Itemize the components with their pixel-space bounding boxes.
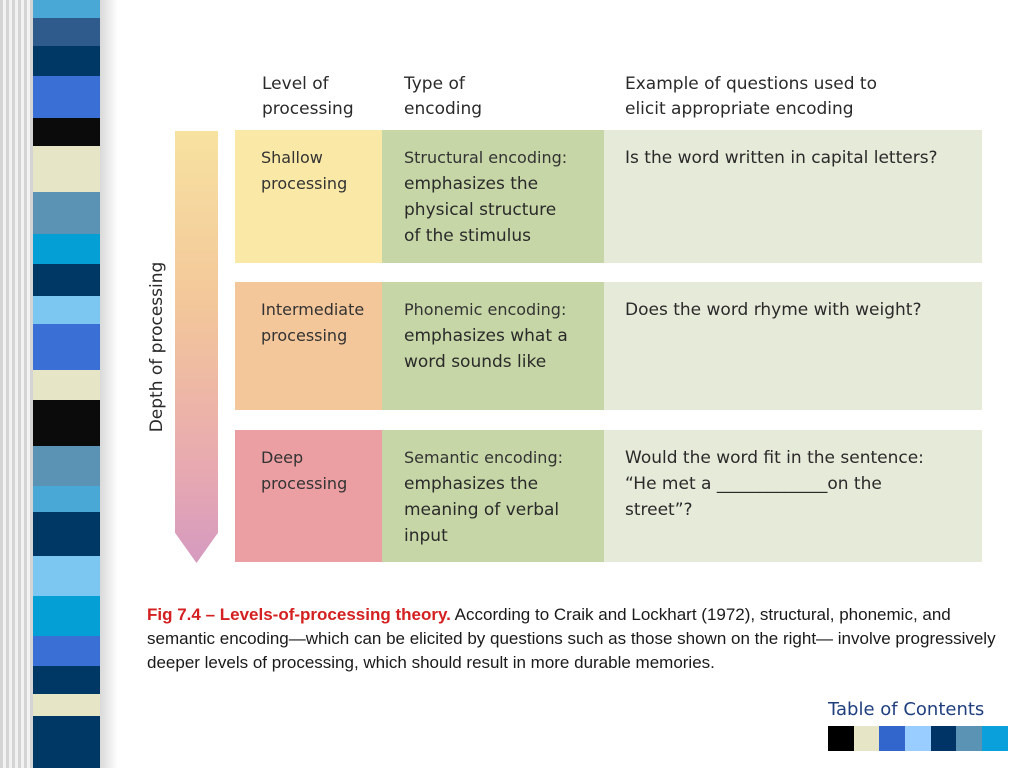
depth-arrow <box>175 131 218 563</box>
stripe-block <box>33 264 101 296</box>
stripe-block <box>33 716 101 768</box>
stripe-block <box>33 296 101 324</box>
stripe-block <box>33 234 101 264</box>
stripe-block <box>33 446 101 486</box>
header-level-of-processing: Level of processing <box>262 74 354 119</box>
stripe-block <box>33 636 101 666</box>
stripe-blocks <box>33 0 101 768</box>
header-type-of-encoding: Type of encoding <box>404 74 483 119</box>
question-cell: Does the word rhyme with weight? <box>604 282 982 410</box>
toc-swatch <box>905 726 931 751</box>
question-cell: Is the word written in capital letters? <box>604 130 982 263</box>
decorative-stripe <box>0 0 118 768</box>
stripe-block <box>33 192 101 234</box>
stripe-block <box>33 18 101 46</box>
toc-swatch <box>930 726 957 751</box>
encoding-cell: Phonemic encoding: emphasizes what a wor… <box>382 282 604 410</box>
stripe-block <box>33 596 101 636</box>
encoding-type: Semantic encoding: <box>404 448 563 467</box>
encoding-description: emphasizes the physical structure of the… <box>404 174 557 246</box>
header-example-questions: Example of questions used to elicit appr… <box>625 74 878 119</box>
level-label: Intermediate processing <box>261 300 365 345</box>
question-cell: Would the word fit in the sentence: “He … <box>604 430 982 562</box>
depth-axis-label: Depth of processing <box>147 261 167 433</box>
toc-swatch <box>956 726 983 751</box>
stripe-block <box>33 324 101 370</box>
caption-title: Fig 7.4 – Levels-of-processing theory. <box>147 605 451 624</box>
level-label: Shallow processing <box>261 148 348 193</box>
stripe-block <box>33 400 101 446</box>
stripe-block <box>33 556 101 596</box>
encoding-type: Phonemic encoding: <box>404 300 567 319</box>
level-cell: Intermediate processing <box>235 282 382 410</box>
row-shallow-processing: Shallow processing Structural encoding: … <box>235 130 982 263</box>
stripe-block <box>33 486 101 512</box>
stripe-block <box>33 694 101 716</box>
stripe-block <box>33 666 101 694</box>
stripe-block <box>33 118 101 146</box>
stripe-block <box>33 146 101 192</box>
caption-body: According to Craik and Lockhart (1972), … <box>147 605 996 672</box>
encoding-type: Structural encoding: <box>404 148 568 167</box>
row-intermediate-processing: Intermediate processing Phonemic encodin… <box>235 282 982 410</box>
stripe-block <box>33 46 101 76</box>
encoding-cell: Structural encoding: emphasizes the phys… <box>382 130 604 263</box>
toc-swatch <box>982 726 1008 751</box>
stripe-block <box>33 76 101 118</box>
encoding-description: emphasizes the meaning of verbal input <box>404 474 560 546</box>
figure-caption: Fig 7.4 – Levels-of-processing theory. A… <box>147 603 997 675</box>
level-label: Deep processing <box>261 448 348 493</box>
stripe-block <box>33 0 101 18</box>
toc-swatch <box>879 726 906 751</box>
stripe-shadow <box>100 0 118 768</box>
toc-color-swatches <box>828 726 1008 751</box>
row-deep-processing: Deep processing Semantic encoding: empha… <box>235 430 982 562</box>
example-question: Is the word written in capital letters? <box>625 148 938 168</box>
encoding-cell: Semantic encoding: emphasizes the meanin… <box>382 430 604 562</box>
toc-swatch <box>853 726 880 751</box>
stripe-block <box>33 512 101 556</box>
example-question: Would the word fit in the sentence: “He … <box>625 448 924 520</box>
stripe-block <box>33 370 101 400</box>
toc-swatch <box>828 726 854 751</box>
encoding-description: emphasizes what a word sounds like <box>404 326 568 372</box>
level-cell: Shallow processing <box>235 130 382 263</box>
example-question: Does the word rhyme with weight? <box>625 300 922 320</box>
table-of-contents-link[interactable]: Table of Contents <box>828 699 985 720</box>
level-cell: Deep processing <box>235 430 382 562</box>
